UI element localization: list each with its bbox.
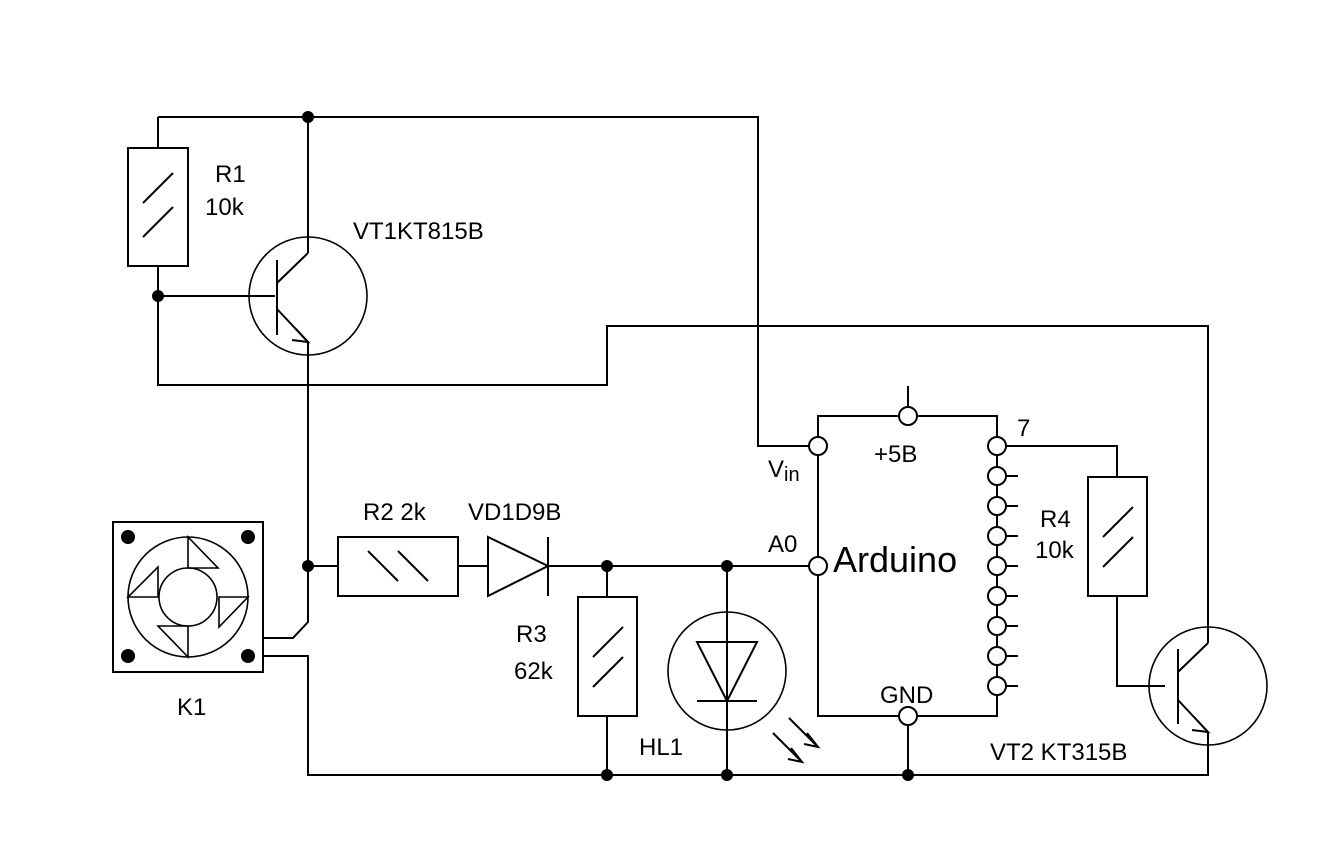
- hl1-ray-1: [788, 717, 821, 749]
- junction-dot: [152, 290, 164, 302]
- arduino-module: Arduino Vin +5B A0 GND 7: [768, 406, 1030, 726]
- junction-dot: [302, 560, 314, 572]
- r1-hatch: [142, 172, 174, 238]
- wire-vt1-emitter: [262, 342, 309, 639]
- vt1-label: VT1KT815B: [353, 218, 484, 245]
- resistor-r3: R3 62k: [514, 596, 638, 717]
- pin-gnd: [898, 706, 918, 726]
- k1-blade: [126, 565, 159, 598]
- r3-hatch: [592, 626, 624, 688]
- k1-blade: [187, 535, 220, 569]
- r2-body: [337, 536, 459, 597]
- arduino-title: Arduino: [833, 539, 957, 580]
- pin-a0: [808, 556, 828, 576]
- digital-pin: [987, 526, 1007, 546]
- pin-d7-label: 7: [1017, 415, 1030, 442]
- vt2-envelope: [1148, 626, 1268, 746]
- r4-ref: R4: [1040, 506, 1071, 533]
- pin-vin-label-sub: in: [784, 464, 800, 486]
- k1-mount-hole: [121, 530, 135, 544]
- junction-dot: [721, 560, 733, 572]
- r1-ref: R1: [215, 161, 246, 188]
- r3-ref: R3: [516, 621, 547, 648]
- pin-5v-label: +5B: [874, 441, 917, 468]
- wires: [157, 116, 1209, 776]
- junctions: [152, 111, 914, 781]
- k1-mount-hole: [241, 649, 255, 663]
- transistor-vt1: VT1KT815B: [248, 218, 484, 356]
- k1-blade: [218, 596, 250, 629]
- pin-5v: [898, 406, 918, 426]
- pin-d7: [987, 436, 1007, 456]
- r2-hatch: [367, 550, 429, 582]
- wire-k1-ground: [262, 655, 1209, 776]
- r2-label: R2 2k: [363, 499, 427, 526]
- pin-stubs: [1006, 475, 1018, 687]
- r3-body: [577, 596, 638, 717]
- pin-gnd-label: GND: [880, 682, 933, 709]
- hl1-ref: HL1: [639, 734, 683, 761]
- vt2-label: VT2 KT315B: [990, 739, 1127, 766]
- digital-pin: [987, 646, 1007, 666]
- digital-pin-column: [987, 436, 1018, 696]
- r4-value: 10k: [1035, 537, 1075, 564]
- junction-dot: [601, 769, 613, 781]
- junction-dot: [601, 560, 613, 572]
- wire-top-rail: [158, 116, 818, 447]
- digital-pin: [987, 616, 1007, 636]
- r1-body: [127, 147, 189, 267]
- vd1-label: VD1D9B: [468, 499, 561, 526]
- pin-a0-label: A0: [768, 531, 797, 558]
- r3-value: 62k: [514, 658, 554, 685]
- pin-vin-label-main: V: [768, 456, 784, 483]
- pin-vin: [808, 436, 828, 456]
- resistor-r4: R4 10k: [1035, 476, 1148, 597]
- r4-hatch: [1102, 506, 1134, 568]
- junction-dot: [302, 111, 314, 123]
- vt2-collector-lead: [1177, 642, 1209, 673]
- k1-ref: K1: [177, 694, 206, 721]
- vt1-envelope: [248, 236, 368, 356]
- hl1-envelope: [667, 611, 787, 731]
- vt1-emitter-arrow: [291, 327, 311, 344]
- digital-pin: [987, 466, 1007, 486]
- vt1-collector-lead: [276, 252, 309, 284]
- r4-body: [1087, 476, 1148, 597]
- transistor-vt2: VT2 KT315B: [990, 626, 1268, 766]
- r1-value: 10k: [205, 194, 245, 221]
- k1-mount-hole: [121, 649, 135, 663]
- arduino-outline-sides: [817, 456, 998, 717]
- digital-pin: [987, 676, 1007, 696]
- digital-pin: [987, 556, 1007, 576]
- led-hl1: HL1: [639, 611, 821, 764]
- k1-hub: [158, 567, 218, 627]
- pin-vin-label: Vin: [768, 456, 800, 486]
- vt2-emitter-arrow: [1191, 717, 1211, 734]
- resistor-r2: R2 2k: [337, 499, 459, 597]
- wire-r4-vt2-base: [1116, 596, 1165, 687]
- k1-mount-hole: [241, 530, 255, 544]
- digital-pin: [987, 586, 1007, 606]
- resistor-r1: R1 10k: [127, 147, 246, 267]
- fan-k1: K1: [112, 521, 264, 721]
- wire-pin7-r4: [1006, 445, 1118, 477]
- digital-pin: [987, 496, 1007, 516]
- vd1-triangle: [487, 535, 551, 598]
- junction-dot: [721, 769, 733, 781]
- hl1-ray-2: [772, 732, 805, 764]
- junction-dot: [902, 769, 914, 781]
- hl1-triangle: [695, 641, 759, 704]
- k1-frame: [112, 521, 264, 673]
- k1-blade: [156, 625, 189, 659]
- diode-vd1: VD1D9B: [468, 499, 561, 598]
- wire-r1-bottom: [157, 266, 1209, 628]
